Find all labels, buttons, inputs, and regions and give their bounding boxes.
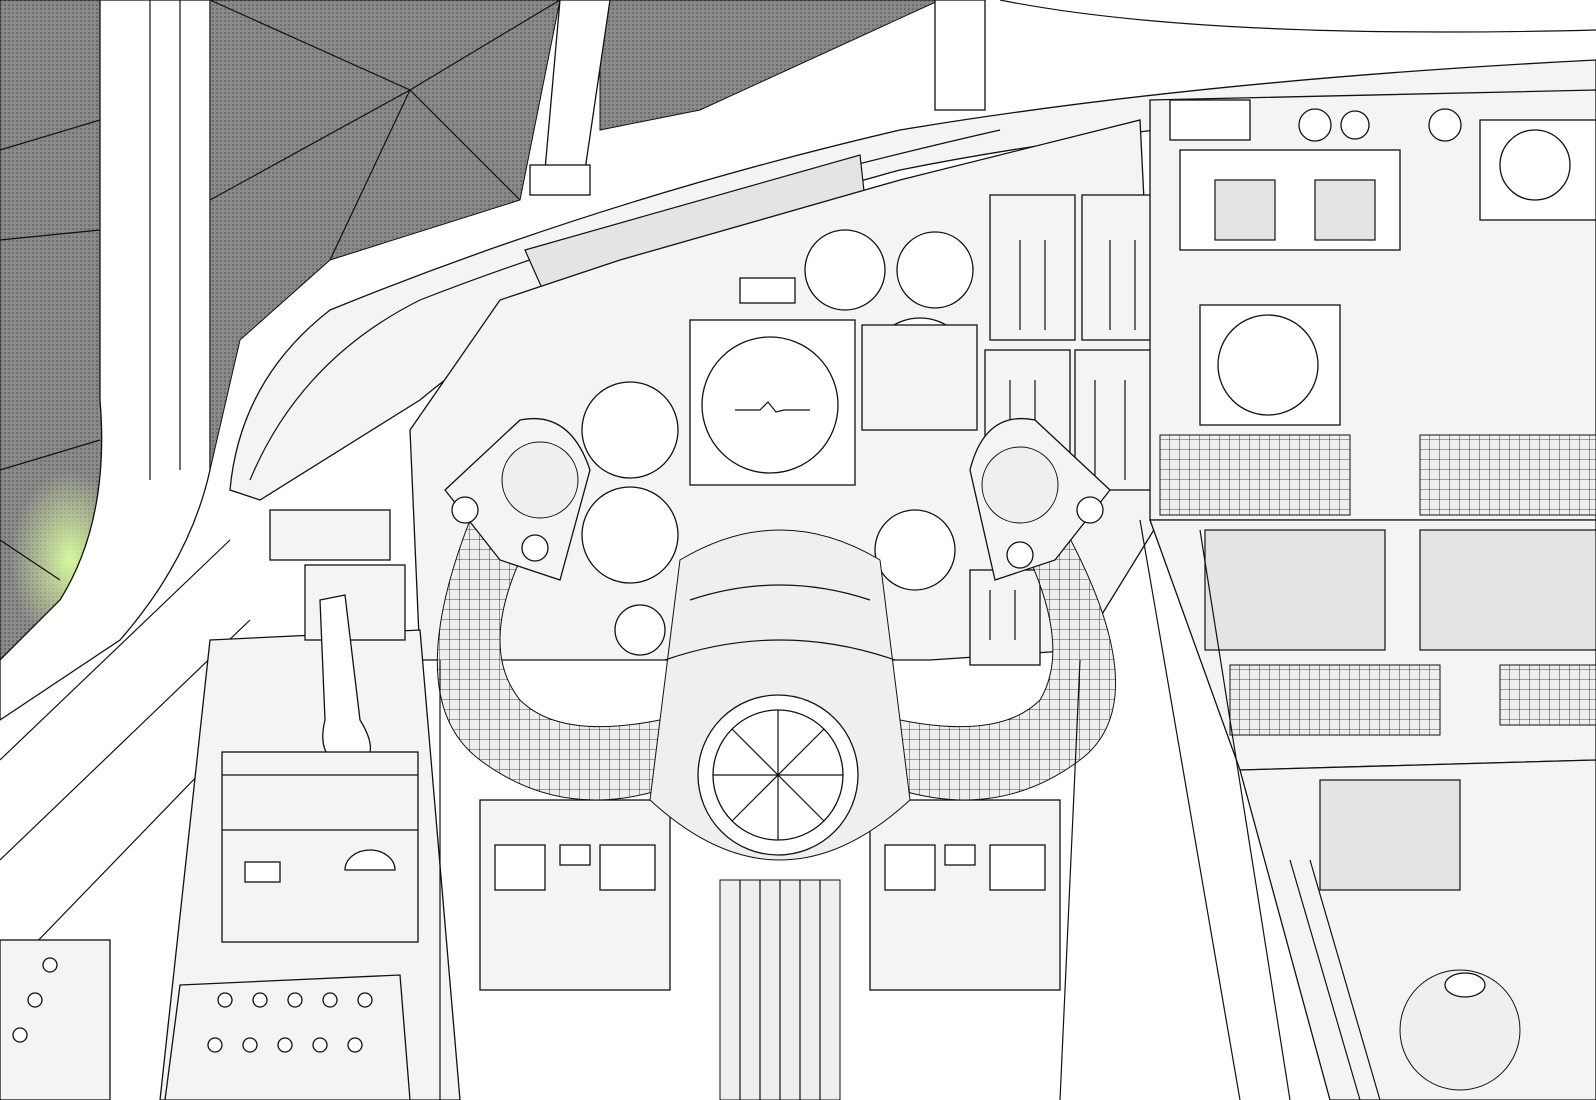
display-screen [1419, 529, 1596, 651]
left-side-console [0, 509, 461, 1100]
gauge [581, 486, 679, 584]
windshield-center-pillar [529, 0, 986, 196]
gauge [614, 604, 666, 656]
window-frame-left [0, 0, 291, 981]
center-pedestal [1239, 759, 1596, 1100]
rudder-pedals [479, 799, 1061, 991]
gauge [896, 231, 974, 309]
control-column [719, 879, 841, 1100]
gauge [874, 509, 956, 591]
display-screen [1204, 529, 1386, 651]
right-instrument-panel [1149, 89, 1596, 521]
gauge [804, 229, 886, 311]
gauge [581, 381, 679, 479]
toggle-switches [12, 957, 373, 1053]
keypad [1229, 664, 1441, 736]
gauges [581, 229, 978, 656]
keypad [1499, 664, 1596, 726]
front-windshield [209, 0, 941, 471]
control-yoke[interactable] [436, 418, 1116, 861]
multifunction-displays [1149, 519, 1596, 771]
cockpit-floor [439, 519, 1291, 1100]
